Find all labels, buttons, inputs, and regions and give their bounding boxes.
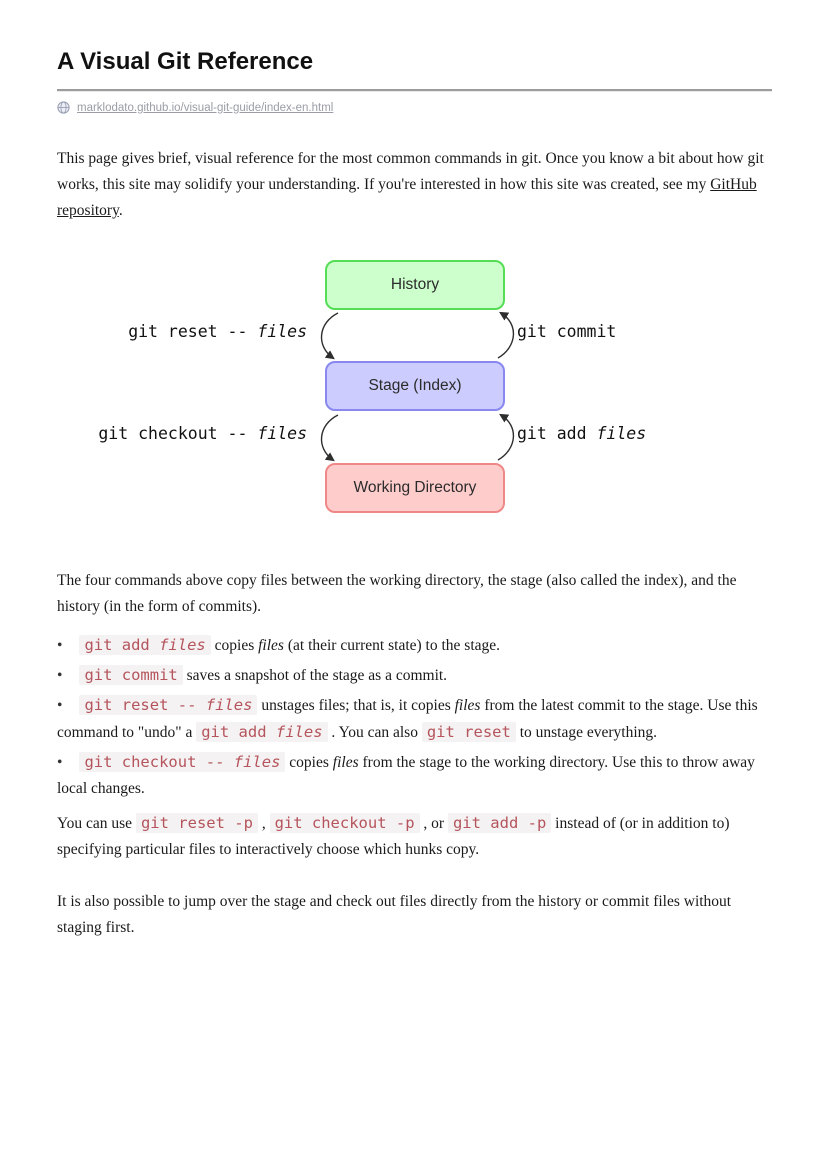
working-directory-box-label: Working Directory — [353, 479, 477, 496]
list-item-text: git reset -- files unstages files; that … — [57, 695, 758, 742]
arrow-label-files: files — [257, 322, 307, 341]
arrow-canvas — [320, 311, 515, 462]
inline-code: git checkout -- files — [79, 752, 286, 772]
list-item-text: git add files copies files (at their cur… — [79, 635, 500, 655]
inline-code: git reset -p — [135, 813, 258, 833]
arrow-label-code: git checkout -- — [98, 424, 258, 443]
document-page: A Visual Git Reference marklodato.github… — [57, 48, 772, 936]
bullet-dot: • — [57, 697, 63, 714]
arrow-stage-to-working — [320, 414, 339, 462]
inline-code: git reset — [421, 722, 516, 742]
inline-code: git reset -- files — [79, 695, 258, 715]
stage-box-label: Stage (Index) — [368, 377, 462, 394]
list-item-text: git checkout -- files copies files from … — [57, 752, 755, 797]
arrow-stage-to-history — [497, 311, 515, 359]
paragraph-jump-over: It is also possible to jump over the sta… — [57, 893, 732, 936]
list-item-git-add: • git add files copies files (at their cu… — [57, 632, 772, 659]
arrow-label-files: files — [257, 424, 307, 443]
arrow-history-to-stage — [320, 312, 339, 360]
arrow-label-code: git add — [517, 424, 597, 443]
globe-icon — [57, 101, 70, 114]
italic-text: files — [332, 754, 359, 771]
arrow-label-git-add: git add files — [517, 424, 646, 443]
paragraph-four-commands: The four commands above copy files betwe… — [57, 572, 737, 615]
inline-code: git add files — [196, 722, 328, 742]
arrow-working-to-stage — [497, 413, 515, 461]
bullet-dot: • — [57, 637, 63, 654]
list-item-git-checkout: •git checkout -- files copies files from… — [57, 749, 772, 802]
history-box-label: History — [390, 276, 440, 293]
arrow-label-code: git reset -- — [128, 322, 258, 341]
arrow-label-git-reset: git reset -- files — [57, 322, 307, 341]
history-box: History — [325, 260, 505, 310]
command-list: • git add files copies files (at their cu… — [57, 632, 772, 802]
page-title: A Visual Git Reference — [57, 48, 314, 75]
italic-text: files — [258, 637, 284, 654]
inline-code: git commit — [79, 665, 183, 685]
list-item-text: git commit saves a snapshot of the stage… — [79, 665, 447, 685]
paragraph-hunks: You can use git reset -p , git checkout … — [57, 813, 730, 858]
working-directory-box: Working Directory — [325, 463, 505, 513]
arrow-label-files: files — [596, 424, 647, 443]
source-url-link[interactable]: marklodato.github.io/visual-git-guide/in… — [77, 101, 334, 114]
bullet-dot: • — [57, 754, 63, 771]
source-link-row: marklodato.github.io/visual-git-guide/in… — [57, 101, 772, 114]
list-item-git-reset: •git reset -- files unstages files; that… — [57, 692, 772, 746]
inline-code: git add files — [79, 635, 211, 655]
title-divider — [57, 89, 772, 92]
list-item-git-commit: • git commit saves a snapshot of the stag… — [57, 662, 772, 689]
bullet-dot: • — [57, 667, 63, 684]
inline-code: git add -p — [447, 813, 552, 833]
italic-text: files — [454, 697, 481, 714]
arrow-label-code: git commit — [517, 322, 617, 341]
paragraph-intro: This page gives brief, visual reference … — [57, 150, 764, 219]
inline-code: git checkout -p — [269, 813, 420, 833]
github-repository-link[interactable]: GitHub repository — [57, 176, 757, 219]
arrow-label-git-checkout: git checkout -- files — [57, 424, 307, 443]
arrow-label-git-commit: git commit — [517, 322, 616, 341]
git-flow-diagram: History Stage (Index) Working Directory … — [57, 254, 772, 554]
stage-box: Stage (Index) — [325, 361, 505, 411]
